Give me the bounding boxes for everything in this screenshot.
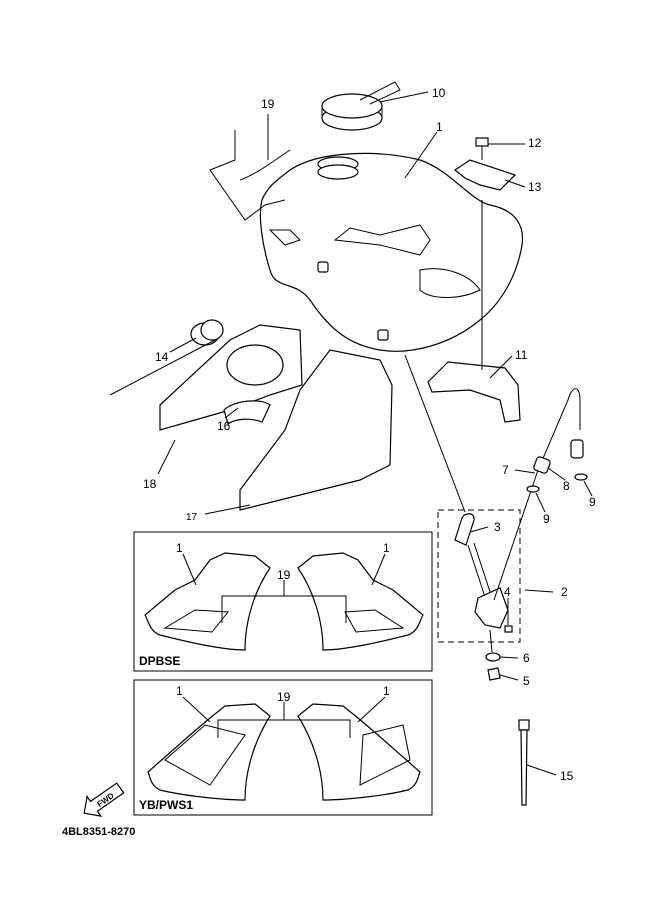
callout-19: 19: [261, 97, 275, 111]
callout-3: 3: [494, 520, 501, 534]
variant-label: DPBSE: [139, 654, 180, 668]
pad-16: [223, 400, 271, 426]
callout-6: 6: [523, 651, 530, 665]
inset-callout-1: 1: [176, 541, 183, 555]
inset-yb-pws1: 1 19 1 YB/PWS1: [133, 679, 433, 816]
inset-callout-1: 1: [383, 684, 390, 698]
bolt: [475, 137, 489, 160]
fuel-tank: [239, 149, 524, 352]
callout-15: 15: [560, 769, 574, 783]
cable-tie: [518, 719, 557, 806]
callout-4: 4: [504, 585, 511, 599]
callout-11: 11: [515, 348, 528, 362]
callout-2: 2: [561, 585, 568, 599]
callout-9: 9: [543, 512, 550, 526]
callout-1: 1: [436, 120, 443, 134]
damper: [190, 319, 224, 346]
bracket: [453, 159, 517, 191]
fuel-cock: [454, 513, 513, 681]
assembly-2-boundary: [437, 509, 521, 643]
callout-18: 18: [143, 477, 157, 491]
inset-callout-1: 1: [176, 684, 183, 698]
decal-19: [209, 130, 286, 221]
leader-lines: [109, 91, 526, 515]
diagram-code: 4BL8351-8270: [62, 826, 135, 838]
inset-callout-1: 1: [383, 541, 390, 555]
callout-8: 8: [563, 479, 570, 493]
inset-callout-19: 19: [277, 690, 291, 704]
tank-cover: [427, 361, 521, 423]
side-cover-17: [239, 349, 393, 511]
callout-5: 5: [523, 674, 530, 688]
callout-7: 7: [502, 463, 509, 477]
leader-lines-cock: [469, 467, 593, 681]
inset-callout-19: 19: [277, 568, 291, 582]
callout-9: 9: [589, 495, 596, 509]
fwd-arrow-icon: FWD: [83, 782, 125, 817]
fuel-hose: [493, 388, 588, 601]
callout-10: 10: [432, 86, 446, 100]
callout-13: 13: [528, 180, 542, 194]
callout-12: 12: [528, 136, 542, 150]
callout-14: 14: [155, 350, 169, 364]
callout-16: 16: [217, 419, 231, 433]
fuel-cap: [321, 81, 401, 131]
inset-dpbse: 1 19 1 DPBSE: [133, 531, 433, 672]
callout-17: 17: [186, 512, 198, 523]
variant-label: YB/PWS1: [139, 798, 193, 812]
